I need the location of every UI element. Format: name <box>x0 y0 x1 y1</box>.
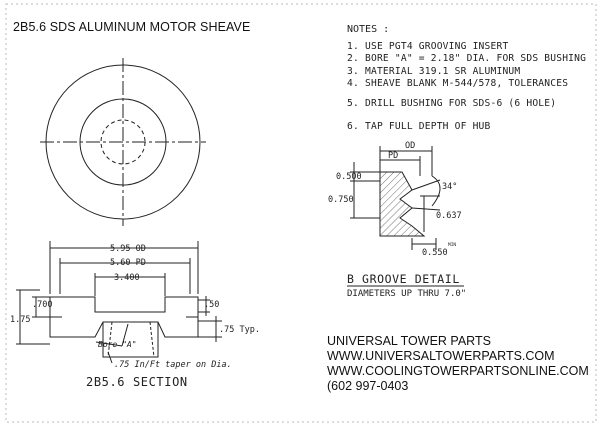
company-url-2: WWW.COOLINGTOWERPARTSONLINE.COM <box>327 364 589 378</box>
note-item: 1. USE PGT4 GROOVING INSERT <box>347 41 508 52</box>
company-name: UNIVERSAL TOWER PARTS <box>327 334 491 348</box>
note-number: 1. <box>347 41 359 52</box>
company-url-1: WWW.UNIVERSALTOWERPARTS.COM <box>327 349 555 363</box>
total-height-dimension: 1.75 <box>10 315 30 325</box>
bore-line <box>107 321 113 358</box>
note-text: TAP FULL DEPTH OF HUB <box>365 121 491 132</box>
note-item: 3. MATERIAL 319.1 SR ALUMINUM <box>347 66 520 77</box>
groove-od-label: OD <box>405 141 415 151</box>
note-item: 6. TAP FULL DEPTH OF HUB <box>347 121 491 132</box>
groove-depth: 0.637 <box>436 211 462 221</box>
note-number: 3. <box>347 66 359 77</box>
note-text: MATERIAL 319.1 SR ALUMINUM <box>365 66 521 77</box>
left-height-dimension: .700 <box>32 300 52 310</box>
bore-label: Bore "A" <box>98 340 137 349</box>
note-number: 4. <box>347 78 359 89</box>
groove-width: 0.550 <box>422 248 448 258</box>
section-caption: 2B5.6 SECTION <box>86 375 188 389</box>
note-text: USE PGT4 GROOVING INSERT <box>365 41 509 52</box>
groove-block <box>379 171 426 237</box>
od-dimension: 5.95 OD <box>110 244 146 254</box>
groove-d2: 0.750 <box>328 195 354 205</box>
note-number: 6. <box>347 121 359 132</box>
taper-label: .75 In/Ft taper on Dia. <box>114 360 232 370</box>
notes-heading: NOTES : <box>347 24 390 35</box>
groove-d1: 0.500 <box>336 172 362 182</box>
groove-width-sup: MIN <box>448 242 456 248</box>
note-text: DRILL BUSHING FOR SDS-6 (6 HOLE) <box>365 98 557 109</box>
hub-profile <box>102 322 159 358</box>
right-typ-dimension: .75 Typ. <box>219 325 260 335</box>
company-phone: (602 997-0403 <box>327 379 409 393</box>
groove-subcaption: DIAMETERS UP THRU 7.0" <box>347 289 466 299</box>
note-number: 5. <box>347 98 359 109</box>
hub-dimension: 3.400 <box>114 273 140 283</box>
pd-dimension: 5.60 PD <box>110 258 146 268</box>
note-item: 5. DRILL BUSHING FOR SDS-6 (6 HOLE) <box>347 98 556 109</box>
note-item: 4. SHEAVE BLANK M-544/578, TOLERANCES <box>347 78 568 89</box>
note-text: SHEAVE BLANK M-544/578, TOLERANCES <box>365 78 569 89</box>
note-text: BORE "A" = 2.18" DIA. FOR SDS BUSHING <box>365 53 587 64</box>
groove-pd-label: PD <box>388 151 398 161</box>
drawing-title: 2B5.6 SDS ALUMINUM MOTOR SHEAVE <box>13 20 251 34</box>
groove-caption: B GROOVE DETAIL <box>347 272 460 286</box>
note-item: 2. BORE "A" = 2.18" DIA. FOR SDS BUSHING <box>347 53 586 64</box>
note-number: 2. <box>347 53 359 64</box>
right-top-dimension: .50 <box>204 300 219 310</box>
groove-angle: 34° <box>442 182 457 192</box>
